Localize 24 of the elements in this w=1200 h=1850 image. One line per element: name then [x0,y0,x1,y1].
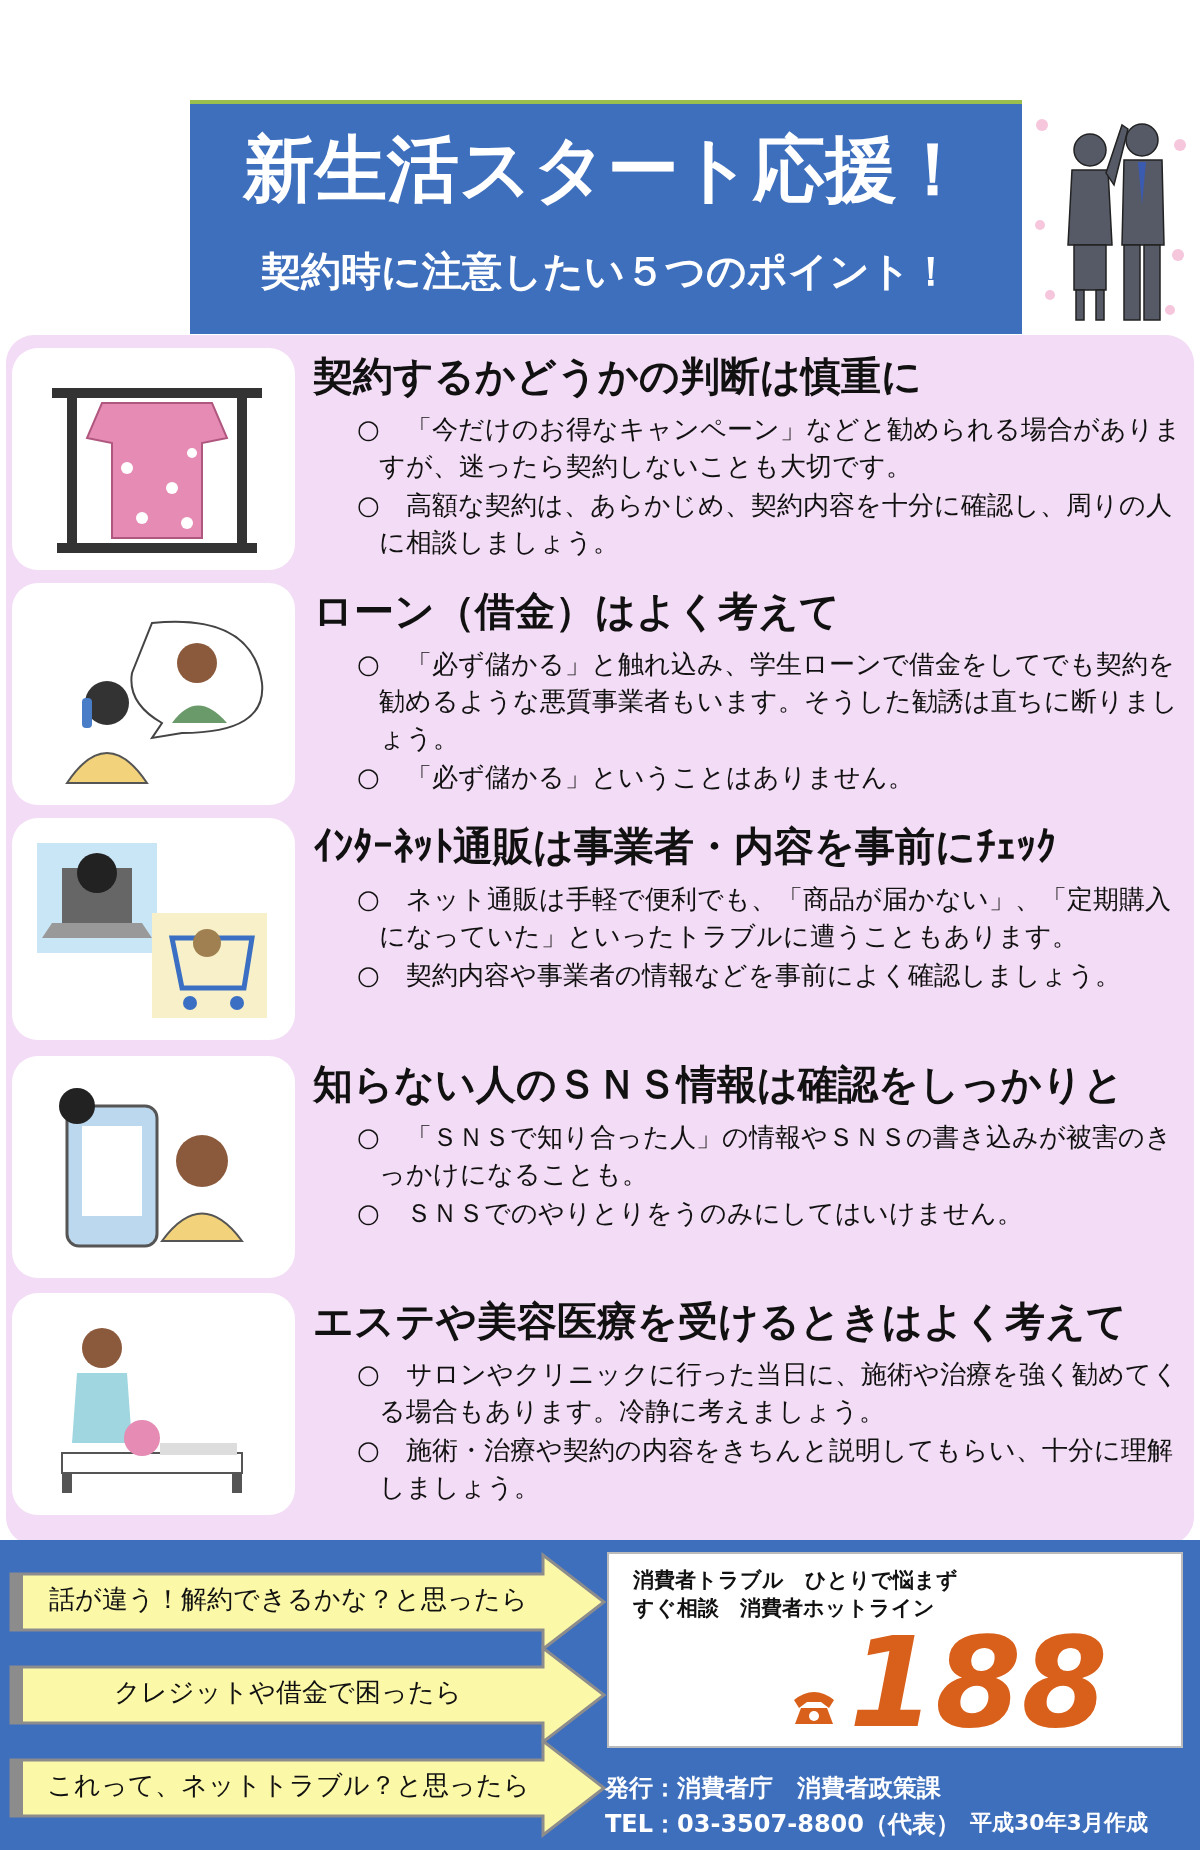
footer-text: 平成30年3月作成 [970,1809,1148,1837]
bullet-text: ○ 「ＳＮＳで知り合った人」の情報やＳＮＳの書き込みが被害のきっかけになることも。 [357,1121,1173,1191]
hotline-text: 消費者トラブル ひとりで悩まずすぐ相談 消費者ホットライン [633,1567,959,1622]
bullet-text: ○ ＳＮＳでのやりとりをうのみにしてはいけません。 [357,1197,1024,1230]
bullet-text: ○ 「必ず儲かる」と触れ込み、学生ローンで借金をしてでも契約を勧めるような悪質事業者もいます。そうした勧誘は直ちに断りましょう。 [357,648,1179,755]
bullet-text: ○ 契約内容や事業者の情報などを事前によく確認しましょう。 [357,959,1122,992]
bullet-text: ○ 「必ず儲かる」ということはありません。 [357,761,915,794]
footer-text: TEL：03-3507-8800（代表） [605,1809,960,1840]
section-heading: ｲﾝﾀｰﾈｯﾄ通販は事業者・内容を事前にﾁｪｯｸ [313,822,1056,871]
bullet-text: ○ 施術・治療や契約の内容をきちんと説明してもらい、十分に理解しましょう。 [357,1434,1174,1504]
section-heading: ローン（借金）はよく考えて [313,587,840,636]
hotline-number: 188 [849,1626,1108,1740]
bullet-text: ○ 高額な契約は、あらかじめ、契約内容を十分に確認し、周りの人に相談しましょう。 [357,489,1173,559]
section-heading: エステや美容医療を受けるときはよく考えて [313,1297,1127,1346]
footer-text: 発行：消費者庁 消費者政策課 [605,1773,941,1804]
section-heading: 契約するかどうかの判断は慎重に [313,352,922,401]
bullet-text: ○ サロンやクリニックに行った当日に、施術や治療を強く勧めてくる場合もあります。冷静に考えましょう。 [357,1358,1180,1428]
hotline-box [607,1552,1183,1748]
bullet-text: ○ ネット通販は手軽で便利でも、「商品が届かない」、「定期購入になっていた」といったトラブルに遭うこともあります。 [357,883,1172,953]
title-banner [190,100,1022,334]
section-heading: 知らない人のＳＮＳ情報は確認をしっかりと [313,1060,1124,1109]
title-text: 新生活スタート応援！ [241,126,970,213]
subtitle-text: 契約時に注意したい５つのポイント！ [260,247,952,296]
bullet-text: ○ 「今だけのお得なキャンペーン」などと勧められる場合がありますが、迷ったら契約しないことも大切です。 [357,413,1182,483]
